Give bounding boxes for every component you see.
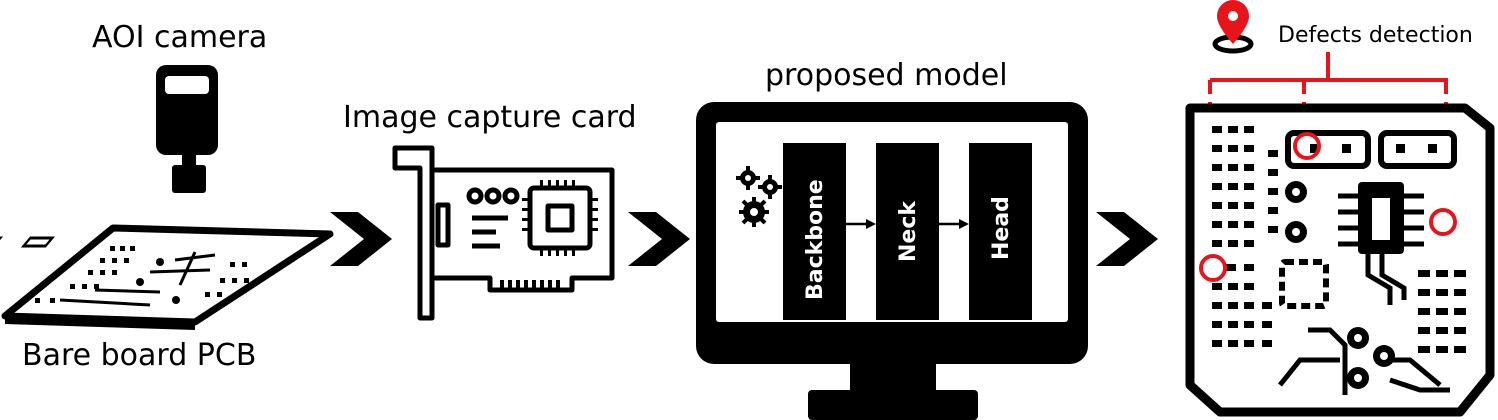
defects-label: Defects detection [1278, 23, 1473, 48]
defect-markers [1199, 132, 1457, 282]
bare-board-label: Bare board PCB [22, 338, 257, 373]
capture-card-pins [500, 180, 598, 288]
gear-icon [736, 166, 782, 227]
pcb-inspected-icon [1185, 103, 1495, 417]
location-pin-icon [1212, 0, 1254, 54]
pcb-board-icon [0, 224, 334, 330]
defect-marker [1429, 208, 1457, 236]
backbone-block [783, 143, 846, 320]
neck-block [876, 143, 939, 320]
capture-card-icon [392, 145, 615, 321]
arrow-chevron-3 [1096, 212, 1158, 266]
aoi-camera-label: AOI camera [92, 20, 268, 55]
head-label: Head [989, 196, 1014, 260]
defect-marker [1199, 254, 1227, 282]
proposed-model-label: proposed model [765, 58, 1008, 93]
arrow-chevron-2 [628, 212, 690, 266]
defect-marker [1293, 132, 1321, 160]
camera-icon [156, 65, 218, 193]
capture-card-label: Image capture card [343, 100, 637, 135]
arrow-chevron-1 [330, 212, 392, 266]
head-block [969, 143, 1032, 320]
backbone-label: Backbone [803, 179, 828, 300]
neck-label: Neck [896, 200, 921, 262]
block-arrows [846, 219, 969, 229]
